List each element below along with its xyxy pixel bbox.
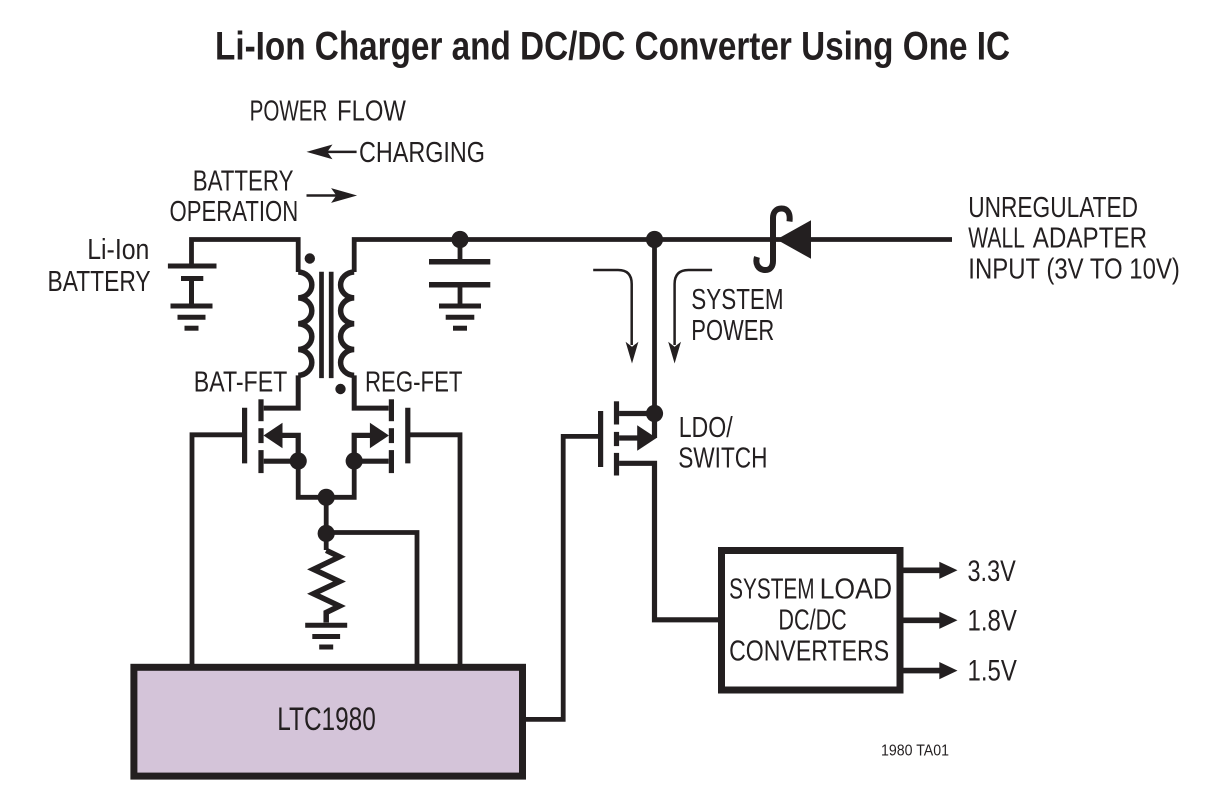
svg-text:1.8V: 1.8V <box>968 604 1017 637</box>
svg-text:LTC1980: LTC1980 <box>277 701 376 737</box>
svg-text:Li-Ion Charger and DC/DC Conve: Li-Ion Charger and DC/DC Converter Using… <box>215 25 1010 69</box>
svg-text:SYSTEM: SYSTEM <box>729 573 815 605</box>
svg-text:CHARGING: CHARGING <box>359 137 485 169</box>
svg-text:ADAPTER: ADAPTER <box>1033 223 1147 255</box>
svg-text:BATTERY: BATTERY <box>48 266 151 298</box>
svg-text:POWER: POWER <box>691 315 774 347</box>
svg-text:BAT-FET: BAT-FET <box>194 366 288 398</box>
svg-text:INPUT (3V TO 10V): INPUT (3V TO 10V) <box>968 253 1180 285</box>
svg-text:POWER: POWER <box>250 96 328 128</box>
svg-text:FLOW: FLOW <box>337 96 406 128</box>
svg-text:LOAD: LOAD <box>820 573 893 605</box>
svg-text:SWITCH: SWITCH <box>678 443 767 475</box>
svg-text:1980 TA01: 1980 TA01 <box>881 743 949 760</box>
svg-text:OPERATION: OPERATION <box>170 196 299 228</box>
svg-text:WALL: WALL <box>968 223 1025 255</box>
svg-text:Li-Ion: Li-Ion <box>87 234 149 266</box>
svg-text:DC/DC: DC/DC <box>778 605 846 637</box>
svg-text:LDO/: LDO/ <box>679 412 734 444</box>
svg-text:REG-FET: REG-FET <box>365 366 463 398</box>
svg-text:UNREGULATED: UNREGULATED <box>968 192 1138 224</box>
svg-text:BATTERY: BATTERY <box>193 165 294 197</box>
svg-text:3.3V: 3.3V <box>968 555 1016 588</box>
svg-text:1.5V: 1.5V <box>968 655 1017 688</box>
svg-text:SYSTEM: SYSTEM <box>691 284 783 316</box>
svg-text:CONVERTERS: CONVERTERS <box>729 636 889 668</box>
